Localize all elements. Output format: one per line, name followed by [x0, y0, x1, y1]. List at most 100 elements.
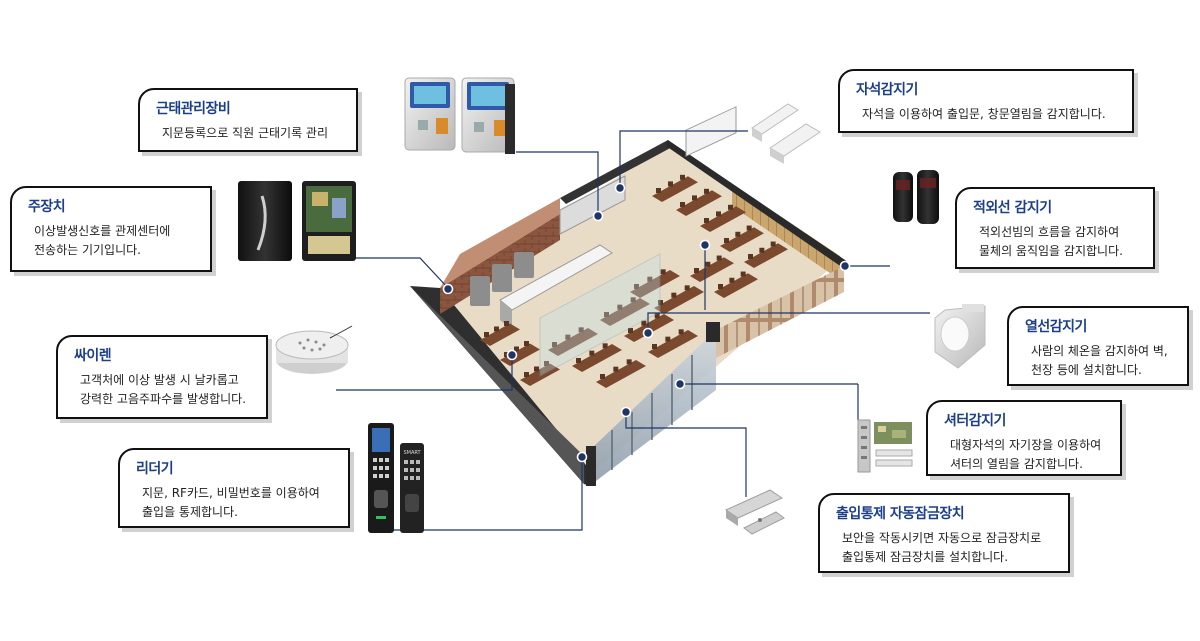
callout-heat: 열선감지기 사람의 체온을 감지하여 벽, 천장 등에 설치합니다.: [1007, 306, 1189, 386]
chair: [514, 346, 519, 352]
callout-shutter-title: 셔터감지기: [944, 413, 1006, 429]
chair: [565, 334, 571, 340]
callout-heat-line-2: 천장 등에 설치합니다.: [1031, 363, 1142, 377]
dot-siren: [506, 349, 518, 361]
callout-shutter-line-2: 셔터의 열림을 감지합니다.: [950, 457, 1083, 471]
chair: [652, 344, 657, 349]
chair: [748, 254, 753, 259]
chair: [724, 238, 729, 243]
dining-table: [520, 363, 560, 386]
chair: [660, 269, 666, 275]
chair: [602, 343, 608, 349]
line-siren: [336, 356, 513, 391]
chair: [718, 284, 723, 289]
callout-magnetic-title: 자석감지기: [856, 82, 918, 98]
dining-table: [480, 323, 520, 346]
connector-lines: [336, 130, 930, 531]
callout-infrared-title: 적외선 감지기: [973, 200, 1052, 216]
line-attendance: [516, 151, 599, 214]
chair: [668, 181, 673, 187]
reader-brand-label: SMART: [403, 450, 421, 456]
chair: [656, 188, 661, 193]
chair: [626, 359, 632, 365]
dining-table: [596, 360, 646, 388]
chair: [604, 312, 609, 317]
dining-table: [652, 176, 698, 202]
outer-wall-left-top: [410, 286, 584, 484]
chair: [680, 174, 685, 180]
infrared-sensor-image: [893, 170, 939, 224]
chair: [694, 268, 699, 273]
dining-table: [572, 344, 622, 372]
chair: [524, 341, 529, 346]
line-lock: [625, 413, 747, 497]
dining-table: [690, 257, 734, 282]
callout-main-unit-title: 주장치: [28, 199, 66, 215]
chair: [705, 261, 711, 267]
dot-attendance: [592, 210, 604, 222]
callout-lock-line-1: 보안을 작동시키면 자동으로 잠금장치로: [842, 531, 1042, 545]
dot-main-unit: [442, 283, 454, 295]
chair: [600, 374, 605, 379]
callout-infrared-line-2: 물체의 움직임을 감지합니다.: [979, 244, 1123, 258]
dining-table: [648, 330, 698, 358]
sensor-dots: [442, 182, 851, 463]
chair: [716, 255, 722, 261]
callout-attendance-title: 근태관리장비: [156, 101, 231, 117]
chair: [716, 211, 721, 217]
callout-siren-line-2: 강력한 고음주파수를 발생합니다.: [80, 392, 247, 406]
chair: [704, 188, 709, 194]
chair: [504, 321, 509, 326]
callout-attendance: 근태관리장비 지문등록으로 직원 근태기록 관리: [138, 88, 358, 152]
dining-table: [700, 206, 746, 232]
callout-attendance-line-1: 지문등록으로 직원 근태기록 관리: [162, 126, 329, 140]
chair: [524, 372, 529, 377]
chair: [680, 202, 685, 207]
chair: [504, 352, 509, 357]
chair: [534, 366, 539, 372]
dining-table: [720, 227, 764, 252]
dining-table: [600, 298, 650, 326]
line-main-unit: [355, 257, 449, 289]
callout-heat-title: 열선감지기: [1025, 319, 1087, 335]
callout-lock-line-2: 출입통제 잠금장치를 설치합니다.: [842, 550, 1009, 564]
callout-main-unit: 주장치 이상발생신호를 관제센터에 전송하는 기기입니다.: [10, 186, 212, 272]
callout-siren-title: 싸이렌: [74, 348, 112, 364]
chair: [617, 304, 623, 310]
dining-table: [744, 243, 788, 268]
dining-table: [714, 273, 758, 298]
store-floorplan: [410, 106, 848, 486]
chair: [589, 350, 595, 356]
callout-reader-line-2: 출입을 통제합니다.: [142, 505, 238, 519]
reader-image: SMART: [368, 423, 424, 533]
chair: [729, 277, 735, 283]
chair: [634, 284, 639, 289]
callout-siren: 싸이렌 고객처에 이상 발생 시 날카롭고 강력한 고음주파수를 발생합니다.: [56, 335, 268, 419]
chair: [678, 329, 684, 335]
chair: [770, 241, 776, 247]
callout-reader: 리더기 지문, RF카드, 비밀번호를 이용하여 출입을 통제합니다.: [118, 448, 350, 528]
chair: [671, 292, 677, 298]
chair: [576, 358, 581, 363]
glass-partition: [539, 253, 661, 377]
dot-reader: [576, 451, 588, 463]
chair: [552, 342, 557, 347]
chair: [684, 285, 690, 291]
storefront-right: [716, 266, 844, 358]
dot-heat: [642, 327, 654, 339]
chair: [728, 204, 733, 210]
callout-lock-title: 출입통제 자동잠금장치: [836, 506, 965, 522]
dining-table: [676, 190, 722, 216]
dining-table: [500, 343, 540, 366]
chair: [630, 297, 636, 303]
dot-shutter: [674, 378, 686, 390]
chair: [740, 271, 746, 277]
callout-reader-title: 리더기: [136, 461, 174, 477]
dot-magnetic: [614, 182, 626, 194]
callout-shutter-line-1: 대형자석의 자기장을 이용하여: [950, 438, 1102, 452]
chair: [746, 225, 752, 231]
auto-lock-image: [724, 489, 785, 535]
chair: [735, 231, 741, 237]
chair: [654, 313, 660, 319]
